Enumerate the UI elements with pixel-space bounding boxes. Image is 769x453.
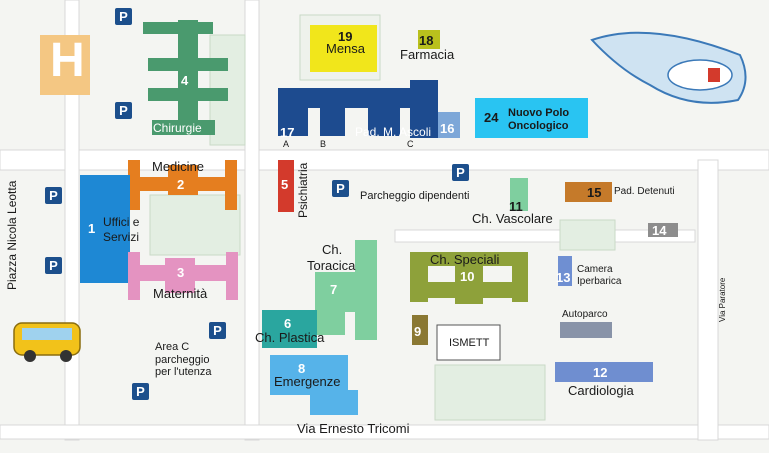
label-via-paratore: Via Paratore (718, 277, 727, 322)
label-medicine: Medicine (152, 159, 205, 174)
building-number-18[interactable]: 18 (419, 33, 434, 48)
parking-icon-5[interactable]: P (332, 180, 349, 197)
helipad-pad (40, 35, 90, 95)
building-number-16[interactable]: 16 (440, 121, 455, 136)
label-area-c: Area C (155, 341, 190, 353)
building-16-shape (438, 112, 460, 138)
ismett-shape (436, 324, 501, 361)
parking-icon-1[interactable]: P (115, 8, 132, 25)
building-9-shape (412, 315, 428, 345)
road-south (0, 424, 769, 440)
autoparco-shape (560, 322, 612, 338)
label-ismett: ISMETT (449, 337, 490, 349)
building-10-shape (410, 252, 528, 304)
parking-icon-4[interactable]: P (45, 257, 62, 274)
building-number-17[interactable]: 17 (280, 125, 295, 140)
building-number-4[interactable]: 4 (181, 73, 189, 88)
building-1-shape (80, 175, 130, 283)
building-18-shape (418, 30, 440, 49)
road-mid (394, 229, 696, 243)
building-number-3[interactable]: 3 (177, 265, 185, 280)
label-pad-detenuti: Pad. Detenuti (614, 186, 675, 197)
road-central-vertical (244, 0, 260, 441)
building-13-shape (558, 256, 572, 286)
label-wing-a: A (283, 139, 290, 149)
building-17-16-shape (278, 80, 438, 138)
label-uffici: Uffici e (103, 215, 140, 229)
helipad-letter: H (50, 34, 85, 87)
label-autoparco: Autoparco (562, 309, 608, 320)
label-parcheggio-dipendenti: Parcheggio dipendenti (360, 190, 470, 202)
parking-icon-2[interactable]: P (115, 102, 132, 119)
label-ch-toracica-2: Toracica (307, 258, 356, 273)
building-11-shape (510, 178, 528, 211)
building-24-shape (475, 98, 588, 138)
label-psichiatria: Psichiatria (296, 162, 310, 218)
label-mensa: Mensa (326, 41, 366, 56)
label-wing-c: C (407, 139, 414, 149)
label-chirurgie: Chirurgie (153, 121, 202, 135)
building-number-24[interactable]: 24 (484, 110, 499, 125)
label-camera-1: Camera (577, 264, 613, 275)
building-7-shape (315, 240, 377, 340)
building-8-shape (270, 355, 358, 415)
label-nuovo-polo-1: Nuovo Polo (508, 107, 570, 119)
building-6-shape (262, 310, 317, 348)
building-number-11[interactable]: 11 (509, 199, 523, 214)
building-number-8[interactable]: 8 (298, 361, 306, 376)
building-3-shape (128, 252, 238, 300)
parking-icon-8[interactable]: P (132, 383, 149, 400)
label-pad-m-ascoli: Pad. M. Ascoli (355, 125, 432, 139)
building-number-5[interactable]: 5 (281, 177, 289, 192)
building-2-shape (128, 160, 237, 210)
label-ch-toracica-1: Ch. (322, 242, 343, 257)
building-number-13[interactable]: 13 (556, 270, 571, 285)
stadium-sketch (590, 31, 747, 104)
building-12-shape (555, 362, 653, 382)
road-main-horizontal (0, 149, 769, 171)
building-number-1[interactable]: 1 (88, 221, 96, 236)
building-number-7[interactable]: 7 (330, 282, 338, 297)
parking-icon-7[interactable]: P (209, 322, 226, 339)
label-area-c-2: parcheggio (155, 354, 210, 366)
label-wing-b: B (320, 139, 327, 149)
label-via-ernesto-tricomi: Via Ernesto Tricomi (297, 421, 410, 436)
building-15-shape (565, 182, 612, 202)
building-number-10[interactable]: 10 (460, 269, 475, 284)
building-number-19[interactable]: 19 (338, 29, 353, 44)
label-emergenze: Emergenze (274, 374, 341, 389)
label-area-c-3: per l'utenza (155, 366, 212, 378)
green-area-east (559, 219, 616, 251)
label-farmacia: Farmacia (400, 47, 455, 62)
building-number-9[interactable]: 9 (414, 324, 422, 339)
parking-icon-6[interactable]: P (452, 164, 469, 181)
building-14-shape (648, 223, 678, 237)
label-servizi: Servizi (103, 230, 140, 244)
building-number-12[interactable]: 12 (593, 365, 608, 380)
building-number-2[interactable]: 2 (177, 177, 185, 192)
label-piazza-nicola-leotta: Piazza Nicola Leotta (5, 180, 19, 290)
label-nuovo-polo-2: Oncologico (508, 120, 569, 132)
road-east (697, 159, 719, 441)
building-number-15[interactable]: 15 (587, 185, 602, 200)
label-ch-plastica: Ch. Plastica (255, 330, 325, 345)
building-number-6[interactable]: 6 (284, 316, 292, 331)
label-cardiologia: Cardiologia (568, 383, 634, 398)
parking-icon-3[interactable]: P (45, 187, 62, 204)
label-ch-vascolare: Ch. Vascolare (472, 211, 553, 226)
green-area-ismett (434, 364, 546, 421)
label-maternita: Maternità (153, 286, 208, 301)
label-ch-speciali: Ch. Speciali (430, 252, 500, 267)
building-5-shape (278, 160, 294, 212)
building-4-shape (143, 20, 228, 135)
label-camera-2: Iperbarica (577, 276, 622, 287)
bus-icon (13, 322, 81, 362)
building-19-shape (310, 25, 377, 72)
building-number-14[interactable]: 14 (652, 223, 667, 238)
